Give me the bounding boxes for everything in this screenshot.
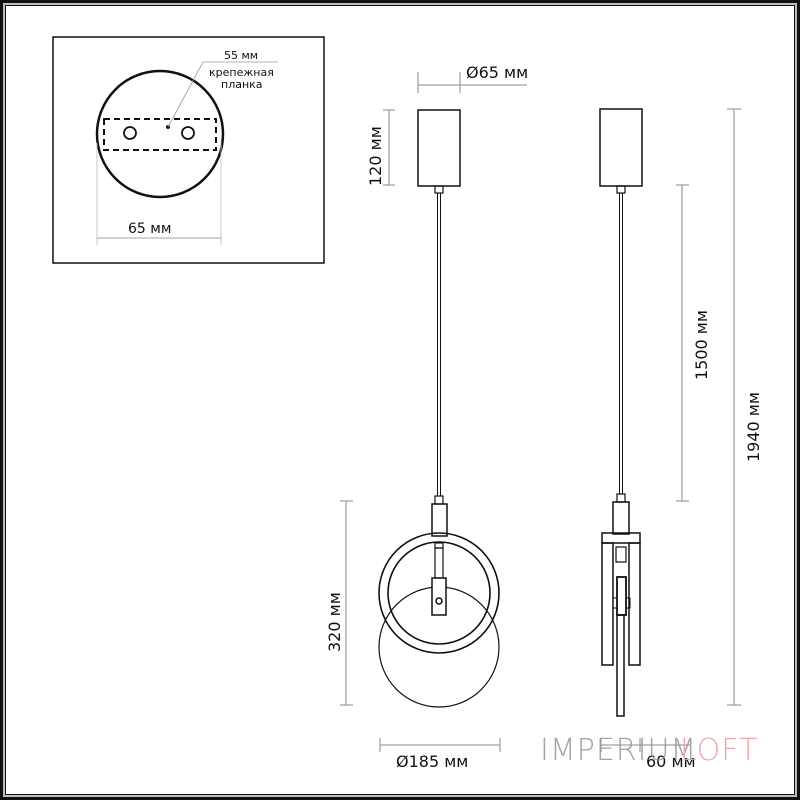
screw-hole-right	[181, 126, 195, 140]
inner-frame	[5, 5, 795, 795]
ring-diameter-label: Ø185 мм	[396, 752, 468, 771]
depth-label: 60 мм	[646, 752, 696, 771]
bracket-leader-line	[167, 61, 278, 128]
cable-length-label: 1500 мм	[692, 310, 711, 380]
mount-block	[431, 577, 447, 616]
mount-joint	[434, 542, 444, 549]
mount-block	[616, 576, 627, 616]
cable-clamp	[434, 185, 444, 194]
canopy-width-label: 65 мм	[128, 221, 171, 237]
mount-clip	[625, 597, 631, 609]
ring-side-left	[601, 542, 614, 666]
canopy-diameter-label: Ø65 мм	[466, 63, 528, 82]
ring-inner	[387, 541, 491, 645]
side-view: 1500 мм 1940 мм 60 мм	[599, 108, 763, 771]
holder-tube	[431, 503, 448, 537]
holder-cap	[616, 493, 626, 503]
bracket-length-label: 55 мм	[224, 49, 258, 62]
canopy-circle	[95, 69, 225, 199]
frame-gap	[3, 3, 797, 797]
holder-tube	[612, 501, 630, 535]
ring-top-edge	[601, 532, 641, 544]
ring-side-right	[628, 542, 641, 666]
holder-cap	[434, 495, 444, 505]
watermark-loft: LOFT	[680, 733, 758, 768]
mount-rod	[434, 547, 444, 579]
mount-clip	[612, 597, 618, 609]
cable-clamp	[616, 185, 626, 194]
total-height-label: 1940 мм	[744, 392, 763, 462]
ring-outer	[378, 532, 500, 654]
inset-canopy-top-view: 55 мм крепежная планка 65 мм	[52, 36, 325, 264]
lamp-height-label: 320 мм	[325, 592, 344, 652]
canopy-side	[599, 108, 643, 187]
bracket-name-line1: крепежная	[209, 66, 274, 79]
canopy-front	[417, 109, 461, 187]
mounting-bracket-outline	[103, 118, 217, 151]
front-view: Ø65 мм 120 мм 320 мм Ø185 мм	[325, 63, 528, 771]
inset-box	[52, 36, 325, 264]
mount-screw	[435, 597, 443, 605]
glass-disc-edge	[616, 614, 625, 717]
canopy-height-label: 120 мм	[366, 126, 385, 186]
watermark-imperium: IMPERIUM	[540, 733, 697, 768]
screw-hole-left	[123, 126, 137, 140]
mount-joint	[615, 546, 627, 563]
watermark: IMPERIUM LOFT	[540, 733, 758, 768]
bracket-name-line2: планка	[221, 78, 263, 91]
